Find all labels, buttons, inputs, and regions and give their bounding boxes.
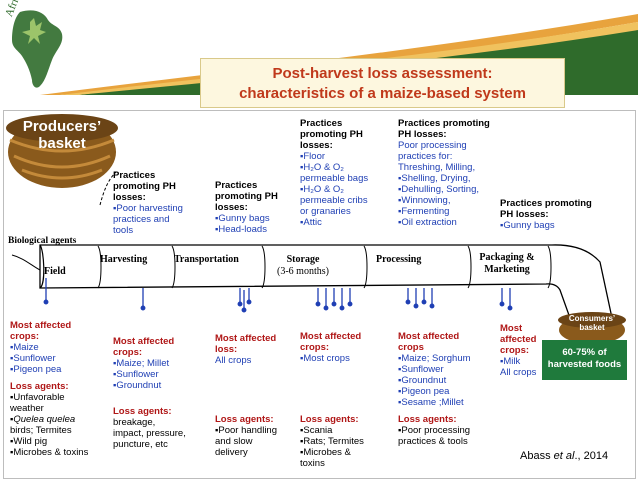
agents-transportation: Loss agents: ▪Poor handling and slow del… (215, 414, 277, 458)
practices-packaging: Practices promoting PH losses: ▪Gunny ba… (500, 198, 592, 231)
stage-harvesting: Harvesting (100, 254, 148, 265)
crops-harvesting: Most affected crops: ▪Maize; Millet ▪Sun… (113, 336, 175, 391)
practices-transportation: Practices promoting PH losses: ▪Gunny ba… (215, 180, 278, 235)
consumers-basket-label: Consumers’ basket (568, 314, 616, 332)
crops-processing: Most affected crops ▪Maize; Sorghum ▪Sun… (398, 331, 471, 408)
crops-packaging: Most affected crops: ▪Milk All crops (500, 323, 537, 378)
stage-transportation: Transportation (174, 254, 239, 265)
consumers-basket-icon (558, 312, 626, 344)
agents-field: Loss agents: ▪Unfavorable weather ▪Quele… (10, 381, 89, 458)
producers-basket-label: Producers’ basket (22, 118, 102, 152)
crops-storage: Most affected crops: ▪Most crops (300, 331, 362, 364)
diagram-frame (3, 110, 636, 479)
citation: Abass et al., 2014 (520, 450, 609, 462)
practices-harvesting: Practices promoting PH losses: ▪Poor har… (113, 170, 183, 236)
africa-rising-logo: Africa RISING (0, 0, 78, 92)
slide-title-box: Post-harvest loss assessment: characteri… (200, 58, 565, 108)
leak-drops (43, 278, 513, 313)
stage-storage: Storage (3-6 months) (277, 254, 329, 277)
agents-processing: Loss agents: ▪Poor processing practices … (398, 414, 471, 447)
bio-arrow (11, 254, 41, 271)
stage-processing: Processing (376, 254, 422, 265)
slide-title-line2: characteristics of a maize-based system (239, 85, 526, 102)
agents-harvesting: Loss agents: breakage, impact, pressure,… (113, 406, 186, 450)
practices-storage: Practices promoting PH losses: ▪Floor ▪H… (300, 118, 369, 228)
bio-agents-label: Biological agents (8, 236, 77, 246)
producers-basket-icon (6, 114, 118, 188)
practices-processing: Practices promoting PH losses: Poor proc… (398, 118, 490, 228)
stage-packaging: Packaging & Marketing (479, 252, 535, 275)
dashed-arrow (99, 171, 117, 206)
consumers-share-box: 60-75% of harvested foods (542, 340, 627, 380)
stage-field: Field (44, 266, 66, 277)
slide-title-line1: Post-harvest loss assessment: (272, 65, 493, 82)
crops-transportation: Most affected loss: All crops (215, 333, 277, 366)
crops-field: Most affected crops: ▪Maize ▪Sunflower ▪… (10, 320, 72, 375)
agents-storage: Loss agents: ▪Scania ▪Rats; Termites ▪Mi… (300, 414, 364, 469)
